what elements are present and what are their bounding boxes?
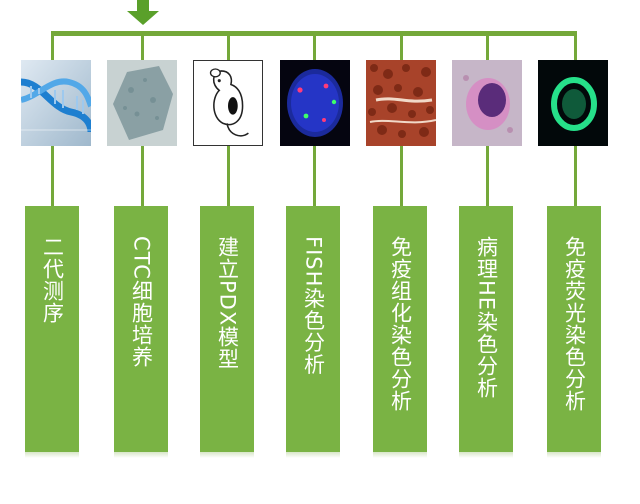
connector-drop-1 (51, 31, 54, 60)
fish-nucleus-image (280, 60, 350, 146)
connector-drop-2 (141, 31, 144, 60)
method-box-if: 免疫荧光染色分析 (547, 206, 601, 452)
method-box-he: 病理HE染色分析 (459, 206, 513, 452)
mouse-sketch-image (193, 60, 263, 146)
method-label: 免疫荧光染色分析 (562, 236, 587, 412)
connector-link-4 (313, 146, 316, 206)
box-shadow (200, 452, 254, 458)
connector-link-7 (574, 146, 577, 206)
down-arrow-icon (127, 0, 159, 25)
connector-link-3 (227, 146, 230, 206)
connector-drop-6 (486, 31, 489, 60)
ctc-culture-image (107, 60, 177, 146)
method-box-ctc: CTC细胞培养 (114, 206, 168, 452)
method-label: 建立PDX模型 (215, 236, 240, 371)
method-label: 二代测序 (40, 236, 65, 324)
box-shadow (286, 452, 340, 458)
method-box-ihc: 免疫组化染色分析 (373, 206, 427, 452)
box-shadow (114, 452, 168, 458)
connector-drop-3 (227, 31, 230, 60)
method-box-ngs: 二代测序 (25, 206, 79, 452)
method-label: 病理HE染色分析 (474, 236, 499, 400)
method-box-fish: FISH染色分析 (286, 206, 340, 452)
method-box-pdx: 建立PDX模型 (200, 206, 254, 452)
connector-drop-5 (400, 31, 403, 60)
he-cell-image (452, 60, 522, 146)
connector-drop-4 (313, 31, 316, 60)
method-label: CTC细胞培养 (129, 236, 154, 368)
dna-helix-image (21, 60, 91, 146)
connector-link-2 (141, 146, 144, 206)
connector-link-5 (400, 146, 403, 206)
connector-drop-7 (574, 31, 577, 60)
connector-link-1 (51, 146, 54, 206)
method-label: FISH染色分析 (301, 236, 326, 376)
if-green-cell-image (538, 60, 608, 146)
box-shadow (547, 452, 601, 458)
method-label: 免疫组化染色分析 (388, 236, 413, 412)
ihc-tissue-image (366, 60, 436, 146)
box-shadow (373, 452, 427, 458)
box-shadow (25, 452, 79, 458)
box-shadow (459, 452, 513, 458)
connector-link-6 (486, 146, 489, 206)
